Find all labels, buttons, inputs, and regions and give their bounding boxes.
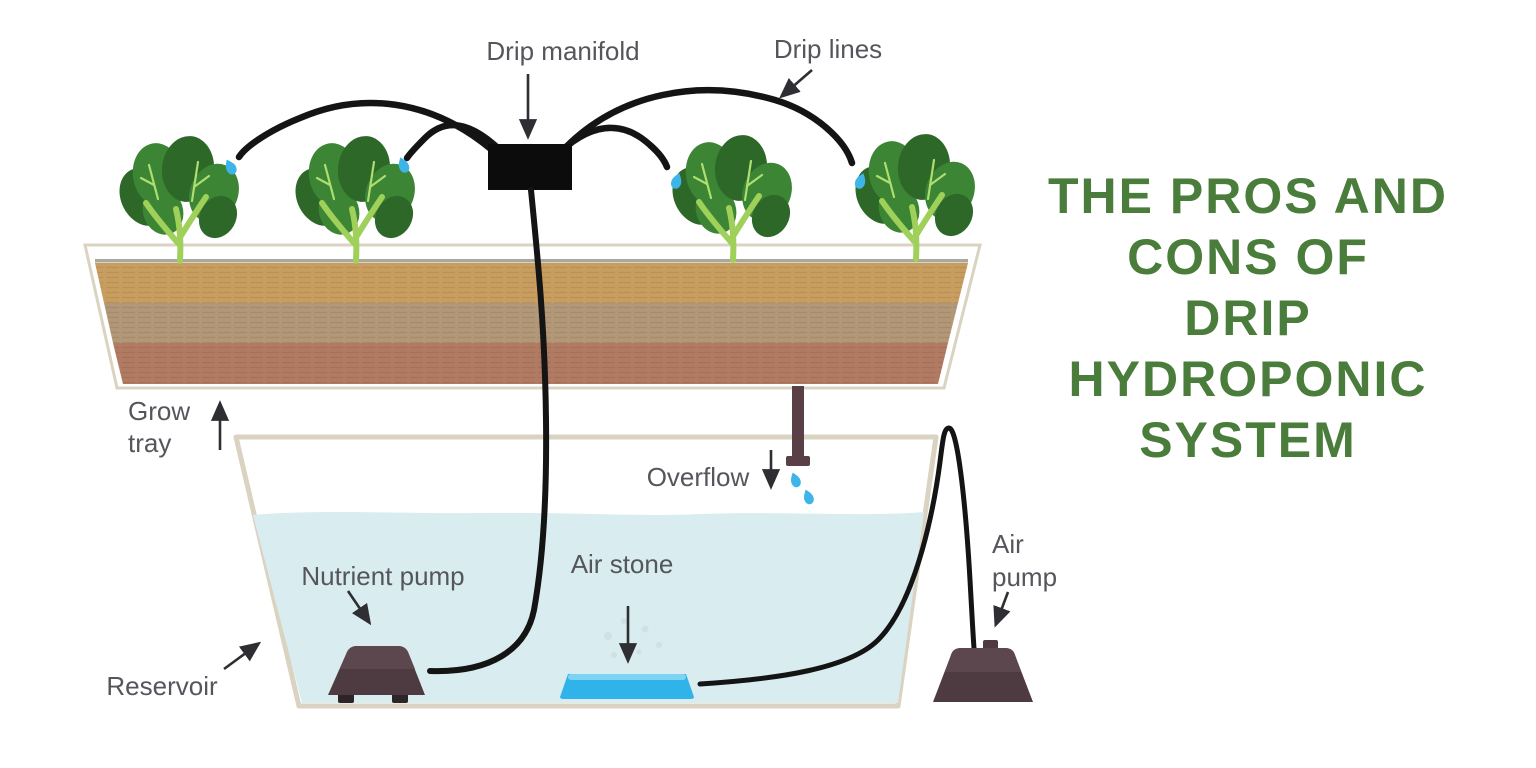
air-pump-label-line1: Air	[992, 529, 1024, 559]
grow-tray-label-line2: tray	[128, 428, 171, 458]
title-line-5: SYSTEM	[1139, 412, 1357, 468]
air-pump	[933, 640, 1033, 702]
drip-line-2	[403, 121, 507, 162]
overflow-label: Overflow	[647, 462, 750, 492]
drip-line-3	[556, 124, 671, 171]
air-pump-label-line2: pump	[992, 562, 1057, 592]
title-line-3: DRIP	[1184, 290, 1312, 346]
reservoir	[233, 434, 939, 709]
drip-line-1	[235, 99, 496, 161]
drip-lines-arrow	[779, 69, 813, 99]
soil-texture	[95, 263, 968, 384]
title-line-4: HYDROPONIC	[1068, 351, 1428, 407]
drip-manifold	[488, 144, 572, 190]
plant-4	[846, 131, 983, 259]
reservoir-water	[253, 511, 924, 703]
drip-manifold-label: Drip manifold	[486, 36, 639, 66]
air-bubbles	[604, 618, 662, 658]
soil-top-line	[95, 259, 968, 263]
nutrient-pump-label: Nutrient pump	[301, 561, 464, 591]
page-title: THE PROS AND CONS OF DRIP HYDROPONIC SYS…	[982, 166, 1514, 471]
reservoir-label: Reservoir	[106, 671, 218, 701]
title-line-2: CONS OF	[1127, 229, 1369, 285]
air-stone	[560, 674, 694, 699]
grow-tray	[83, 243, 982, 390]
drip-line-4	[562, 87, 856, 167]
overflow-pipe	[786, 386, 810, 466]
air-pump-arrow	[993, 591, 1011, 628]
nutrient-tube	[427, 187, 550, 675]
title-line-1: THE PROS AND	[1048, 168, 1448, 224]
air-tube	[697, 425, 977, 687]
grow-tray-label-line1: Grow	[128, 396, 190, 426]
drip-lines-label: Drip lines	[774, 34, 882, 64]
plant-2	[286, 133, 423, 261]
plant-1	[110, 133, 247, 261]
reservoir-arrow	[223, 641, 262, 671]
nutrient-pump	[328, 646, 425, 703]
nutrient-pump-arrow	[346, 590, 372, 626]
plant-3	[663, 132, 800, 260]
air-stone-label: Air stone	[571, 549, 674, 579]
